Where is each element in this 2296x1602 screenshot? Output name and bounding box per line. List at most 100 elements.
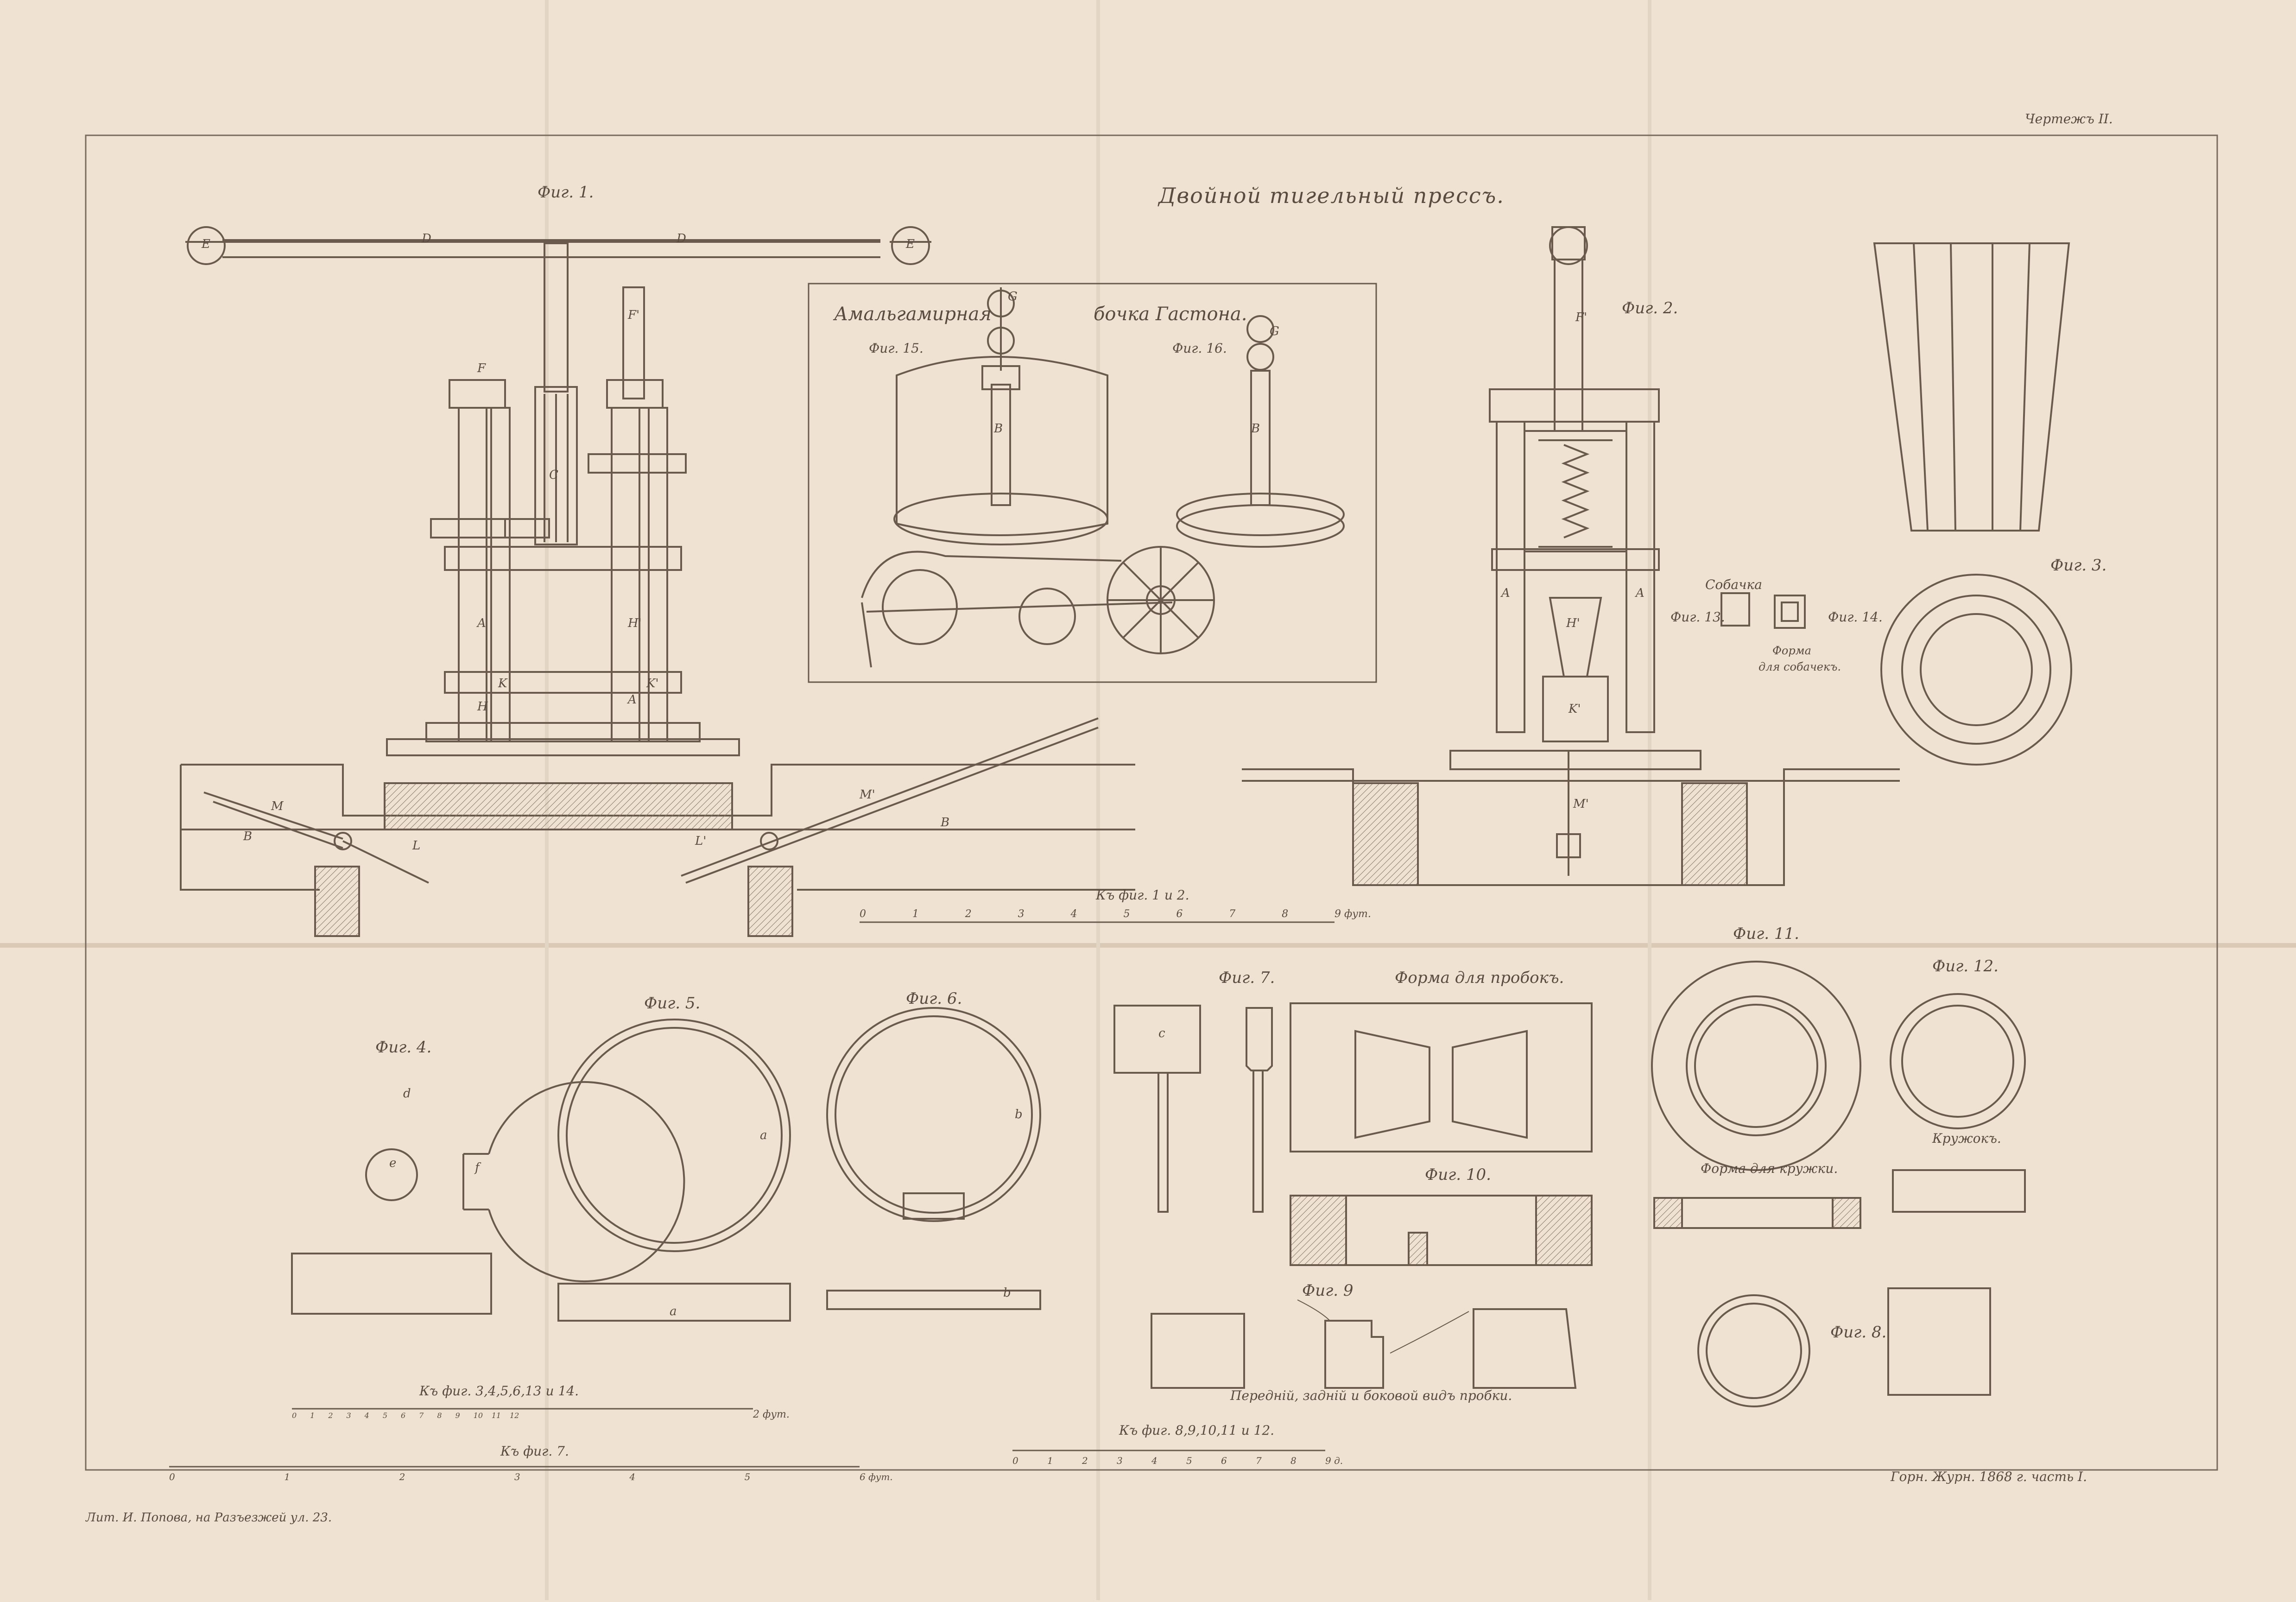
scale-tick-label: 6	[401, 1411, 406, 1420]
letter-K1: K'	[646, 677, 659, 690]
letter-F: F	[477, 361, 486, 375]
scale-tick-label: 9	[455, 1411, 460, 1420]
scale-tick-label: 1	[912, 908, 919, 920]
letter-L1: L'	[695, 834, 707, 848]
scale-tick-label: 1	[310, 1411, 315, 1420]
letter-M: M	[271, 799, 284, 813]
caption-sobachka: Собачка	[1705, 577, 1762, 592]
fig16-letter-G: G	[1270, 324, 1279, 338]
letter-B-right: B	[941, 816, 950, 829]
scale-tick-label: 4	[629, 1471, 636, 1482]
scale-tick-label: 11	[491, 1411, 501, 1420]
scale-tick-label: 6	[1176, 908, 1183, 920]
caption-forma-probok: Форма для пробокъ.	[1395, 969, 1564, 987]
scale-bars	[169, 921, 1335, 1468]
scale-tick-label: 4	[1151, 1455, 1157, 1466]
fig2-letter-M1: M'	[1573, 797, 1589, 811]
scale-fig7-caption: Къ фиг. 7.	[500, 1444, 569, 1459]
plate-border	[85, 134, 2218, 1471]
fig10-label: Фиг. 10.	[1425, 1165, 1491, 1184]
fig16-letter-B: B	[1251, 422, 1260, 436]
fig5-letter-a-bottom: a	[670, 1304, 677, 1318]
scale-tick-label: 7	[1256, 1455, 1262, 1466]
fig1-press	[180, 226, 1135, 937]
page-title: Двойной тигельный прессъ.	[1158, 183, 1505, 208]
fig6-letter-b: b	[1015, 1108, 1023, 1121]
caption-probka-views: Передній, задній и боковой видъ пробки.	[1230, 1388, 1512, 1403]
letter-C: C	[549, 468, 558, 482]
fig6-label: Фиг. 6.	[906, 989, 962, 1008]
fig5-ring	[557, 1019, 791, 1322]
fig4-letter-e: e	[389, 1156, 397, 1170]
letter-F1: F'	[628, 308, 640, 322]
scale-fig3-14-caption: Къ фиг. 3,4,5,6,13 и 14.	[419, 1383, 579, 1399]
letter-A-right: A	[628, 693, 637, 707]
scale-tick-label: 8	[1282, 908, 1289, 920]
scale-tick-label: 5	[382, 1411, 388, 1420]
letter-H1: H'	[628, 616, 642, 630]
scale-tick-label: 6	[1221, 1455, 1227, 1466]
fig7-tools	[1113, 1005, 1273, 1213]
inset-gaston-barrel	[808, 283, 1377, 683]
caption-forma-sobachek-1: Форма	[1772, 644, 1811, 657]
fig4-label: Фиг. 4.	[375, 1038, 432, 1057]
fig6-ring	[826, 1007, 1041, 1310]
scale-tick-label: 2	[328, 1411, 333, 1420]
fig5-letter-a: a	[760, 1128, 767, 1142]
letter-D-right: D	[677, 232, 686, 246]
letter-D-left: D	[422, 232, 431, 246]
fig5-label: Фиг. 5.	[644, 994, 701, 1013]
scale-tick-label: 3	[346, 1411, 351, 1420]
scale-tick-label: 3	[1117, 1455, 1123, 1466]
fig13-label: Фиг. 13.	[1670, 609, 1725, 625]
fig8-label: Фиг. 8.	[1830, 1323, 1887, 1342]
fig7-letter-c: c	[1158, 1026, 1165, 1040]
scale-tick-label: 12	[510, 1411, 519, 1420]
inset-title-part2: бочка Гастона.	[1094, 304, 1247, 325]
fig11-mug-mold	[1651, 961, 1861, 1229]
caption-kruzhok: Кружокъ.	[1932, 1131, 2001, 1146]
letter-H: H	[477, 700, 488, 714]
fig2-press-side	[1242, 226, 1900, 886]
scale-tick-label: 0	[1012, 1455, 1018, 1466]
fig2-letter-A-right: A	[1636, 586, 1645, 600]
fig11-label: Фиг. 11.	[1733, 924, 1799, 943]
scale-fig8-12-caption: Къ фиг. 8,9,10,11 и 12.	[1119, 1423, 1275, 1438]
inset-title-part1: Амальгамирная	[834, 304, 992, 325]
scale-tick-label: 4	[364, 1411, 369, 1420]
fig2-letter-A-left: A	[1501, 586, 1510, 600]
fig4-disc	[291, 1081, 685, 1315]
scale-tick-label: 10	[473, 1411, 483, 1420]
fig2-letter-K1: K'	[1569, 702, 1581, 716]
fig15-letter-B: B	[994, 422, 1003, 436]
scale-tick-label: 4	[1070, 908, 1077, 920]
fig15-label: Фиг. 15.	[869, 341, 923, 356]
fig13-14-dogs	[1720, 592, 1806, 629]
scale-tick-label: 8	[1290, 1455, 1297, 1466]
scale-tick-label: 7	[419, 1411, 424, 1420]
scale-tick-label: 3	[1018, 908, 1025, 920]
scale-tick-label: 2	[1082, 1455, 1088, 1466]
letter-M1: M'	[860, 788, 875, 802]
journal-reference: Горн. Журн. 1868 г. часть I.	[1891, 1469, 2087, 1484]
fig15-letter-G: G	[1008, 290, 1018, 304]
scale-tick-label: 0	[860, 908, 866, 920]
printer-credit: Лит. И. Попова, на Разъезжей ул. 23.	[86, 1511, 332, 1525]
fig3-mold	[1873, 242, 2072, 766]
scale-tick-label: 5	[1123, 908, 1130, 920]
scale-tick-label: 2	[399, 1471, 405, 1482]
scale-tick-label: 5	[744, 1471, 751, 1482]
letter-L: L	[412, 839, 421, 853]
fig12-disc	[1890, 993, 2026, 1213]
fig2-label: Фиг. 2.	[1622, 299, 1678, 317]
scale-tick-label: 0	[169, 1471, 175, 1482]
fig14-label: Фиг. 14.	[1828, 609, 1883, 625]
cork-mold	[1290, 1002, 1593, 1266]
scale-tick-label: 3	[514, 1471, 520, 1482]
fig7-label: Фиг. 7.	[1219, 969, 1275, 987]
fig3-label: Фиг. 3.	[2050, 556, 2107, 575]
scale-tick-label: 9 д.	[1325, 1455, 1343, 1466]
scale-tick-label: 8	[437, 1411, 442, 1420]
